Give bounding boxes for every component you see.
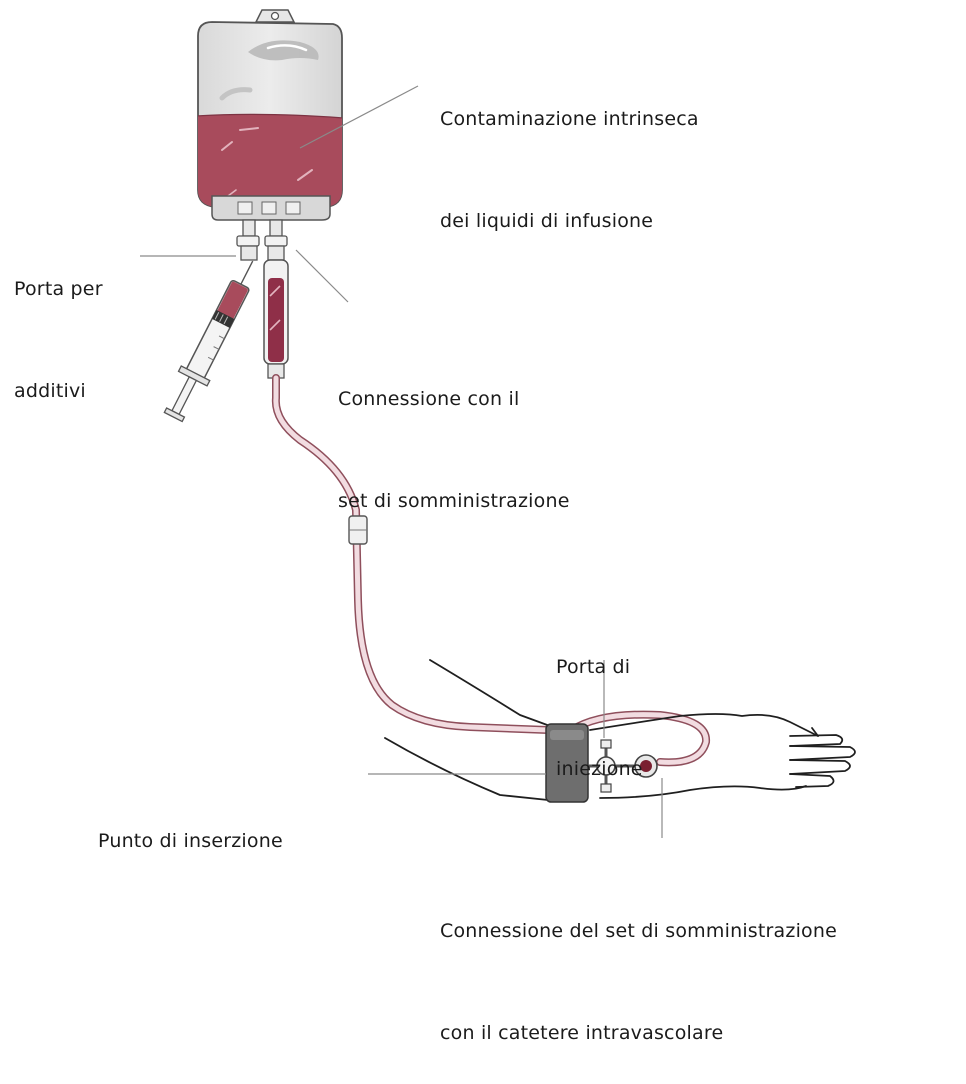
diagram-illustration — [140, 9, 856, 838]
bag-hanger-hole — [270, 11, 280, 21]
drip-chamber — [263, 219, 289, 379]
additive-port — [236, 219, 260, 261]
label-additive-port: Porta per additivi — [14, 278, 103, 402]
iv-bag — [197, 9, 343, 221]
label-contamination: Contaminazione intrinseca dei liquidi di… — [440, 108, 699, 232]
leader-contamination — [299, 85, 419, 149]
syringe — [163, 260, 254, 423]
label-catheter-connection: Connessione del set di somministrazione … — [440, 920, 838, 1044]
label-injection-port: Porta di iniezione — [556, 656, 643, 780]
iv-infusion-diagram: Contaminazione intrinseca dei liquidi di… — [14, 9, 856, 1044]
catheter-tape — [545, 723, 589, 803]
arm-and-hand — [384, 659, 856, 801]
leader-set-connection — [295, 249, 349, 303]
label-insertion-point: Punto di inserzione — [98, 830, 283, 852]
leader-lines — [140, 85, 663, 838]
infusion-fluid — [198, 113, 342, 207]
label-set-connection: Connessione con il set di somministrazio… — [338, 388, 570, 512]
injection-port — [588, 739, 658, 793]
